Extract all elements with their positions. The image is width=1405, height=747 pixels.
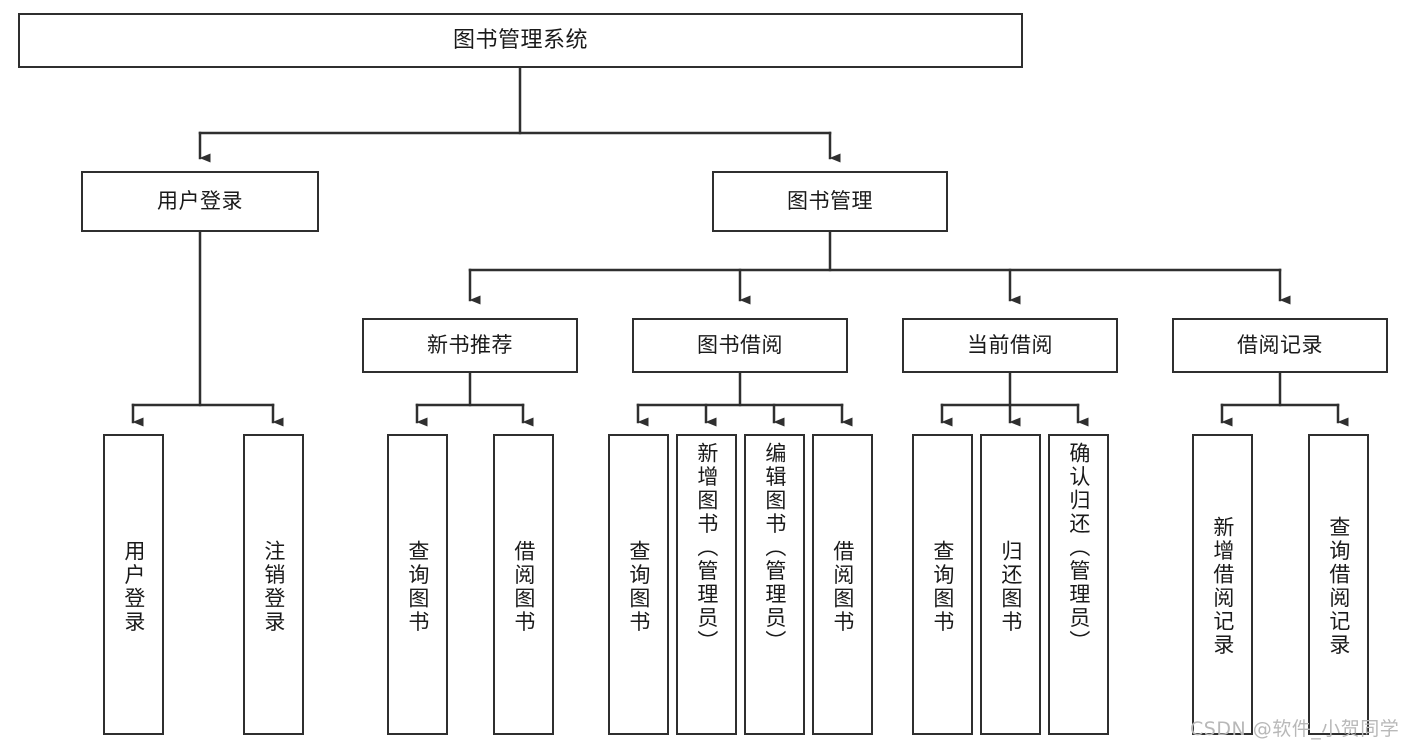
leaf-add-borrow-record[interactable]: 新增借阅记录 [1192,434,1253,735]
node-root-system[interactable]: 图书管理系统 [18,13,1023,68]
node-new-book-recommend[interactable]: 新书推荐 [362,318,578,373]
node-label: 注销登录 [261,539,286,634]
leaf-query-book-current[interactable]: 查询图书 [912,434,973,735]
node-label: 借阅记录 [1237,333,1323,358]
node-label: 查询图书 [405,539,430,634]
node-label: 归还图书 [998,539,1023,634]
node-user-login[interactable]: 用户登录 [81,171,319,232]
node-book-manage[interactable]: 图书管理 [712,171,948,232]
node-label: 新增借阅记录 [1210,516,1235,657]
node-label: 用户登录 [157,189,243,214]
leaf-borrow-book-borrow[interactable]: 借阅图书 [812,434,873,735]
node-label: 新增图书（管理员） [694,442,719,654]
leaf-borrow-book-recommend[interactable]: 借阅图书 [493,434,554,735]
watermark-text: CSDN @软件_小贺同学 [1190,718,1400,740]
csdn-watermark: CSDN @软件_小贺同学 [1190,714,1399,741]
node-label: 查询借阅记录 [1326,516,1351,657]
node-label: 查询图书 [930,539,955,634]
leaf-add-book-admin[interactable]: 新增图书（管理员） [676,434,737,735]
node-label: 查询图书 [626,539,651,634]
leaf-return-book[interactable]: 归还图书 [980,434,1041,735]
leaf-query-borrow-record[interactable]: 查询借阅记录 [1308,434,1369,735]
node-book-borrow[interactable]: 图书借阅 [632,318,848,373]
leaf-edit-book-admin[interactable]: 编辑图书（管理员） [744,434,805,735]
node-current-borrow[interactable]: 当前借阅 [902,318,1118,373]
node-label: 确认归还（管理员） [1066,442,1091,654]
node-label: 编辑图书（管理员） [762,442,787,654]
leaf-query-book-recommend[interactable]: 查询图书 [387,434,448,735]
node-borrow-record[interactable]: 借阅记录 [1172,318,1388,373]
node-label: 当前借阅 [967,333,1053,358]
node-label: 借阅图书 [830,539,855,634]
node-label: 图书借阅 [697,333,783,358]
leaf-query-book-borrow[interactable]: 查询图书 [608,434,669,735]
leaf-confirm-return-admin[interactable]: 确认归还（管理员） [1048,434,1109,735]
node-label: 借阅图书 [511,539,536,634]
node-label: 用户登录 [121,539,146,634]
leaf-user-login[interactable]: 用户登录 [103,434,164,735]
leaf-logout-login[interactable]: 注销登录 [243,434,304,735]
node-label: 新书推荐 [427,333,513,358]
node-label: 图书管理 [787,189,873,214]
node-label: 图书管理系统 [452,27,588,53]
